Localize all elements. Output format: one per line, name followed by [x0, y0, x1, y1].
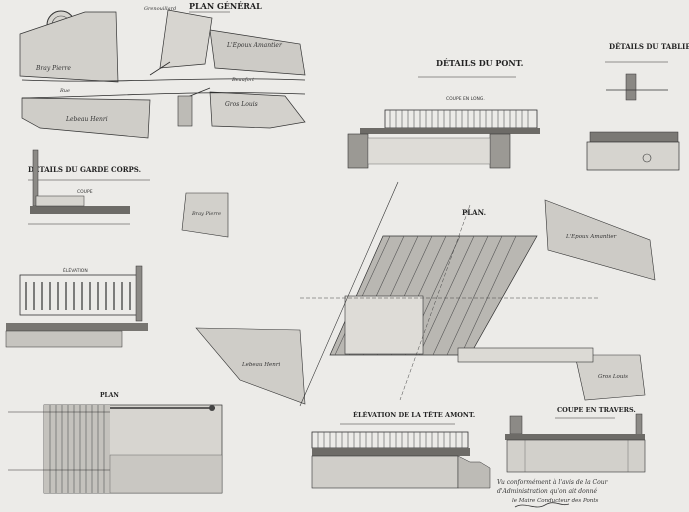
plan-left: PLAN	[8, 392, 223, 494]
garde-corps-slab	[30, 206, 130, 214]
label-bray-center: Bray Pierre	[191, 211, 221, 217]
label-rue: Rue	[59, 88, 70, 94]
annotation-line-3: le Maire Conducteur des Ponts	[512, 498, 599, 504]
signature	[514, 502, 570, 508]
elevation-label: ÉLÉVATION	[63, 266, 88, 274]
label-bray: Bray Pierre	[35, 65, 71, 72]
details-garde-corps: DÉTAILS DU GARDE CORPS. COUPE ÉLÉVATION	[5, 149, 150, 348]
pont-abutment-right	[489, 133, 511, 169]
plan-label-lebeau: Lebeau Henri	[241, 362, 280, 368]
label-grenouillard: Grenouillard	[144, 6, 176, 12]
plan-label-gros: Gros Louis	[598, 374, 628, 380]
parcel-lebeau	[21, 97, 151, 139]
elevation-amont-title: ÉLÉVATION DE LA TÊTE AMONT.	[353, 410, 475, 419]
details-tablier-title: DÉTAILS DU TABLIER.	[609, 42, 689, 51]
coupe-label: COUPE	[77, 189, 93, 195]
details-pont: DÉTAILS DU PONT. COUPE EN LONG.	[347, 58, 540, 169]
plan-label-amantier: L'Epoux Amantier	[565, 234, 617, 240]
label-beaufort: Beaufort	[231, 77, 255, 83]
elevation-tete-amont: ÉLÉVATION DE LA TÊTE AMONT.	[311, 410, 491, 489]
label-lebeau: Lebeau Henri	[65, 116, 108, 123]
pont-abutment-left	[347, 133, 369, 169]
label-gros-louis: Gros Louis	[225, 101, 258, 108]
details-pont-title: DÉTAILS DU PONT.	[436, 58, 524, 68]
coupe-long-label: COUPE EN LONG.	[446, 96, 485, 102]
garde-corps-title: DÉTAILS DU GARDE CORPS.	[28, 165, 141, 174]
label-amantier: L'Epoux Amantier	[226, 42, 283, 49]
coupe-deck	[505, 434, 645, 440]
parcel-gros	[209, 91, 306, 129]
plan-general: PLAN GÉNÉRAL Grenouillard L'Epoux Amanti…	[19, 1, 306, 139]
annotation-line-2: d'Administration qu'on ait donné	[497, 488, 597, 495]
parcel-bray	[19, 11, 119, 83]
plan-left-title: PLAN	[100, 392, 119, 399]
pont-deck	[360, 128, 540, 134]
details-tablier: DÉTAILS DU TABLIER.	[586, 42, 689, 171]
parcel-amantier	[209, 29, 306, 76]
plan-general-title: PLAN GÉNÉRAL	[189, 1, 262, 11]
parcel-stream	[159, 9, 213, 69]
coupe-en-travers: COUPE EN TRAVERS.	[505, 406, 646, 473]
parcel-bray-small: Bray Pierre	[181, 192, 229, 238]
coupe-travers-title: COUPE EN TRAVERS.	[557, 406, 636, 414]
plan-parcel-amantier	[544, 199, 656, 281]
annotation-line-1: Vu conformément à l'avis de la Cour	[497, 479, 609, 486]
tablier-beam	[589, 131, 679, 143]
plan-center-title: PLAN.	[462, 208, 486, 217]
tablier-section	[625, 73, 637, 101]
handwritten-annotation: Vu conformément à l'avis de la Cour d'Ad…	[497, 479, 609, 508]
plan-center: PLAN. L'Epoux Amantier Lebeau Henri Gros…	[195, 181, 656, 407]
